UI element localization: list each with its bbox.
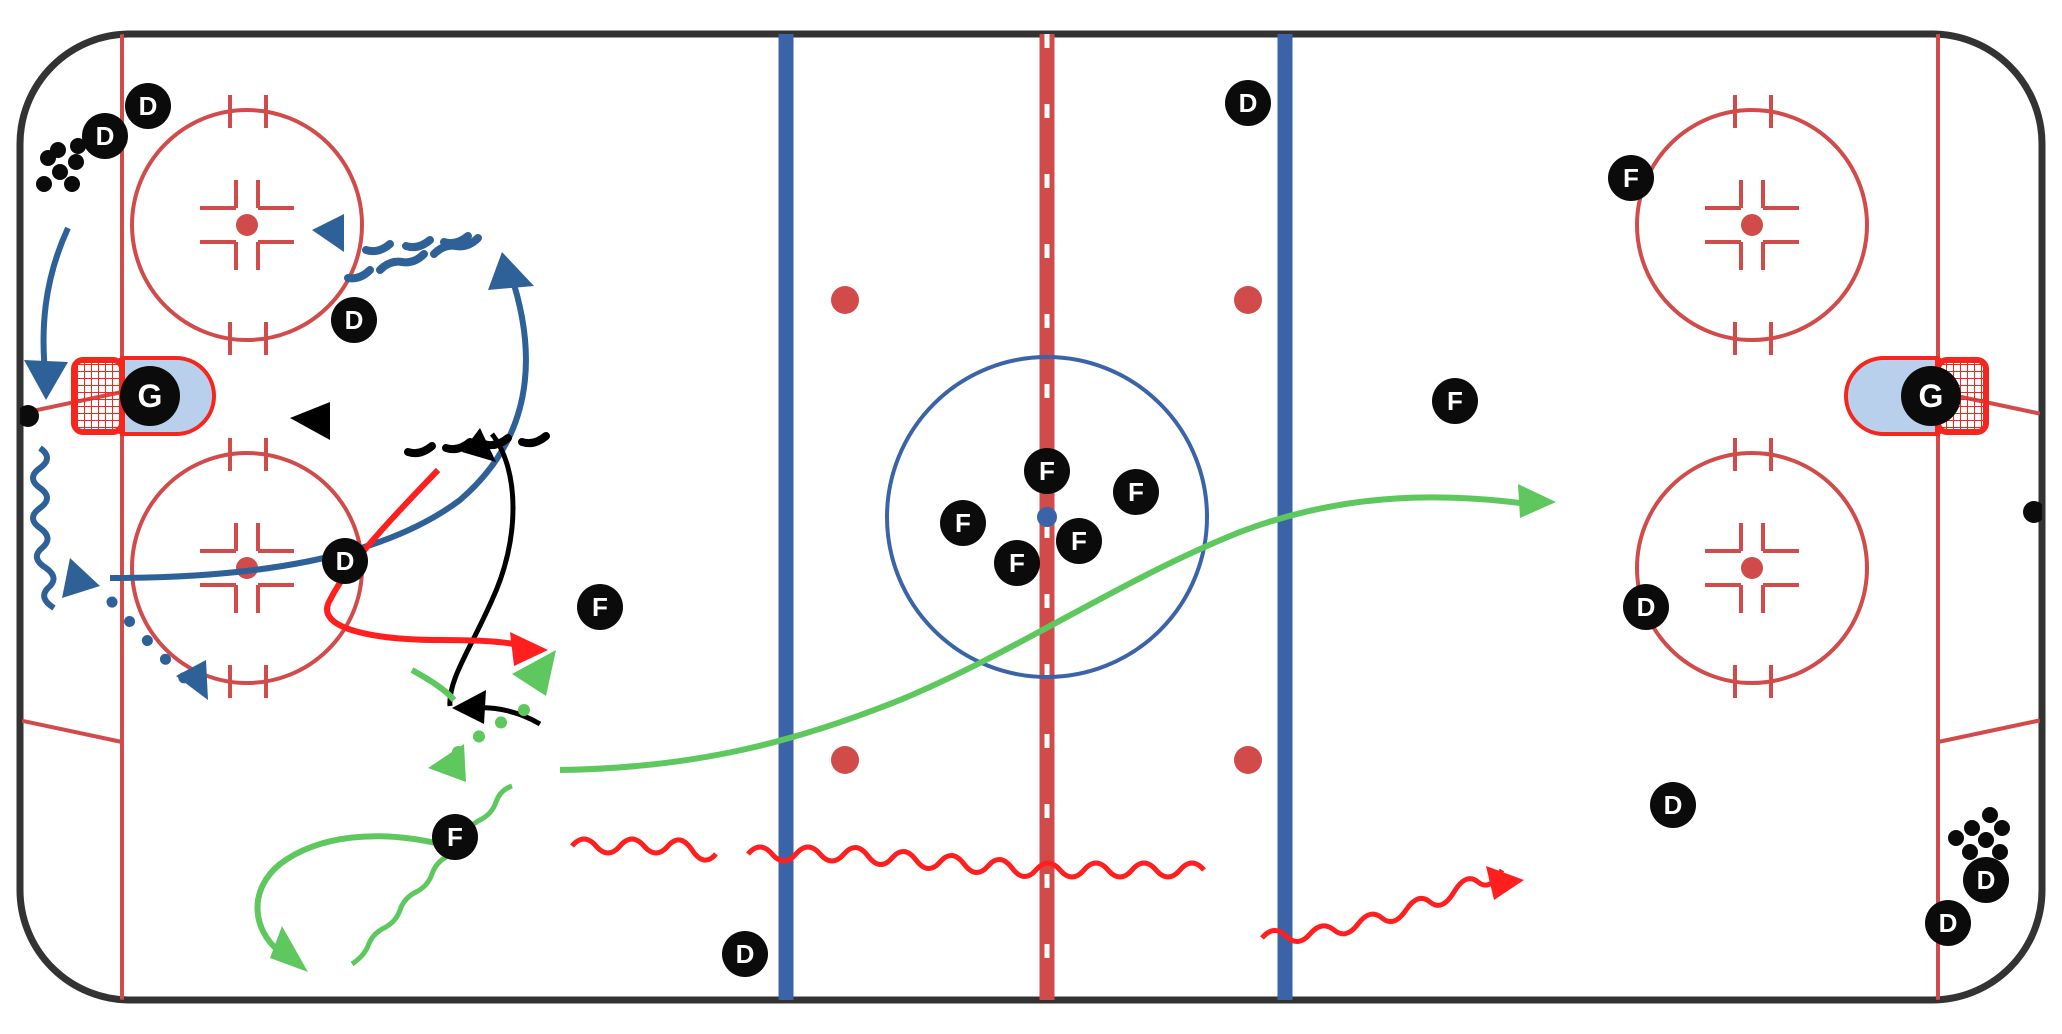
player-label: F (1447, 386, 1463, 416)
player-label: D (1636, 592, 1656, 622)
puck-right-goal (2023, 501, 2042, 523)
path-black-pass-1 (290, 402, 550, 458)
player-label: G (137, 378, 163, 414)
path-red-wavy-1 (570, 836, 1206, 880)
player-label: F (1071, 526, 1087, 556)
player-token-d-right-corner-1[interactable]: D (1963, 857, 2009, 903)
player-label: F (592, 592, 608, 622)
faceoff-circle-right-top (1635, 95, 1869, 355)
player-label: D (344, 305, 364, 335)
path-blue-wavy-1 (30, 445, 100, 611)
player-label: D (1238, 88, 1258, 118)
player-token-d-right-bottom[interactable]: D (1650, 782, 1696, 828)
player-label: F (1039, 456, 1055, 486)
player-label: D (335, 546, 355, 576)
player-label: G (1918, 378, 1944, 414)
player-label: F (1623, 163, 1639, 193)
faceoff-circle-right-bottom (1635, 438, 1869, 698)
player-label: D (1663, 790, 1683, 820)
player-token-f-left-high-slot[interactable]: F (577, 584, 623, 630)
puck-left-goal (20, 405, 39, 427)
player-token-d-right-corner-2[interactable]: D (1925, 900, 1971, 946)
player-label: F (1128, 477, 1144, 507)
neutral-dot-bottom-right (1234, 746, 1262, 774)
player-label: F (955, 508, 971, 538)
player-label: F (447, 822, 463, 852)
player-token-f-center-1[interactable]: F (1024, 448, 1070, 494)
path-red-wavy-2 (1260, 866, 1524, 944)
path-red-curve-1 (324, 467, 548, 666)
player-token-f-center-5[interactable]: F (994, 540, 1040, 586)
player-label: D (138, 91, 158, 121)
neutral-dot-bottom-left (831, 746, 859, 774)
path-blue-curve-1 (109, 252, 534, 581)
path-blue-pass-top (312, 214, 482, 283)
player-label: F (1009, 548, 1025, 578)
player-token-d-left-corner-1[interactable]: D (125, 83, 171, 129)
player-token-g-right[interactable]: G (1901, 366, 1961, 426)
path-green-dots-1 (428, 704, 530, 782)
path-green-feed-1 (410, 667, 457, 702)
player-label: D (1938, 908, 1958, 938)
faceoff-circle-center (885, 355, 1209, 679)
faceoff-circle-left-top (130, 95, 364, 355)
path-black-curve-1 (447, 428, 542, 727)
puck-cluster-top-left (36, 138, 86, 192)
path-green-wavy-1 (350, 650, 556, 967)
path-blue-skate-1 (24, 226, 71, 400)
player-label: D (735, 939, 755, 969)
player-token-d-right-top[interactable]: D (1623, 584, 1669, 630)
player-token-f-neutral-right[interactable]: F (1432, 378, 1478, 424)
player-token-d-neutral-top[interactable]: D (1225, 80, 1271, 126)
player-token-g-left[interactable]: G (120, 366, 180, 426)
path-green-solid-1 (254, 833, 441, 972)
neutral-dot-top-right (1234, 286, 1262, 314)
boards (16, 30, 2046, 1004)
player-label: D (95, 121, 115, 151)
player-token-d-left-slot[interactable]: D (322, 538, 368, 584)
path-green-curve-1 (559, 484, 1556, 773)
player-token-d-left-corner-2[interactable]: D (82, 113, 128, 159)
player-token-f-center-4[interactable]: F (1056, 518, 1102, 564)
player-token-f-left-bottom-circle[interactable]: F (432, 814, 478, 860)
player-token-d-left-bottom-wall[interactable]: D (722, 931, 768, 977)
player-token-f-center-2[interactable]: F (1113, 469, 1159, 515)
player-token-f-center-3[interactable]: F (940, 500, 986, 546)
player-label: D (1976, 865, 1996, 895)
puck-cluster-bottom-right (1948, 807, 2010, 860)
path-blue-dots-1 (106, 596, 208, 700)
player-token-f-right-top-circle[interactable]: F (1608, 155, 1654, 201)
neutral-dot-top-left (831, 286, 859, 314)
player-token-d-left-top-circle[interactable]: D (331, 297, 377, 343)
